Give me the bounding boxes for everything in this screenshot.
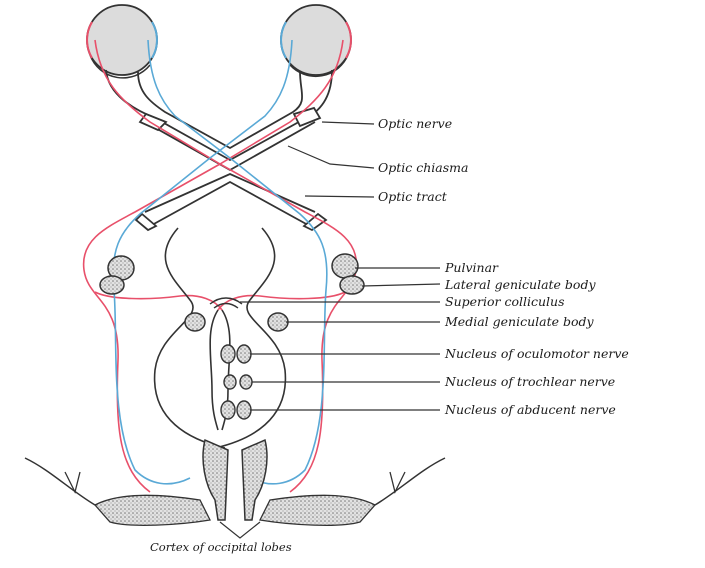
trochlear-nuclei: [224, 375, 252, 389]
label-medial-geniculate-body: Medial geniculate body: [445, 315, 594, 329]
label-cortex-occipital: Cortex of occipital lobes: [150, 540, 292, 554]
abducent-nuclei: [221, 401, 251, 419]
oculomotor-nuclei: [221, 345, 251, 363]
left-eyeball: [87, 5, 157, 78]
label-optic-nerve: Optic nerve: [378, 117, 452, 131]
label-pulvinar: Pulvinar: [445, 261, 498, 275]
occipital-cortex: [25, 440, 445, 525]
label-lateral-geniculate-body: Lateral geniculate body: [445, 278, 596, 292]
label-superior-colliculus: Superior colliculus: [445, 295, 565, 309]
label-optic-tract: Optic tract: [378, 190, 447, 204]
right-pulvinar: [332, 254, 364, 294]
nasal-fibres: [113, 40, 327, 484]
label-nucleus-oculomotor: Nucleus of oculomotor nerve: [445, 347, 629, 361]
optic-nerves-outline: [106, 70, 332, 225]
label-nucleus-abducent: Nucleus of abducent nerve: [445, 403, 616, 417]
medial-geniculate-bodies: [185, 313, 288, 331]
label-optic-chiasma: Optic chiasma: [378, 161, 468, 175]
label-nucleus-trochlear: Nucleus of trochlear nerve: [445, 375, 615, 389]
left-pulvinar: [100, 256, 134, 294]
radiation-fibres: [155, 228, 286, 448]
